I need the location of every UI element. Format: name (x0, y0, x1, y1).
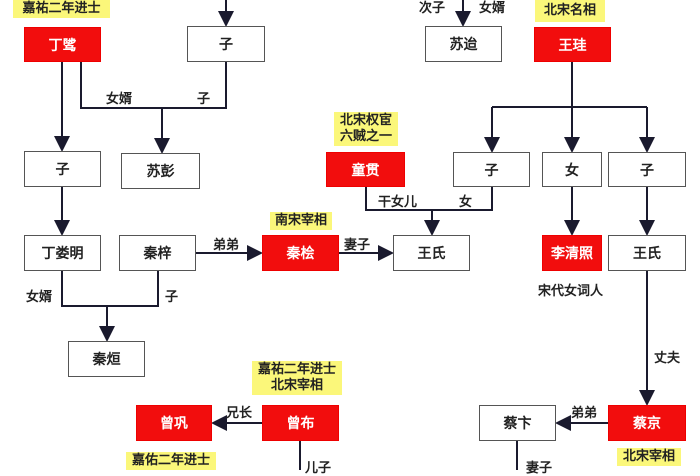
relation-nvxu2: 女婿 (26, 290, 53, 305)
note-tongguan-line2: 六贼之一 (339, 129, 392, 144)
note-liqingzhao: 宋代女词人 (538, 284, 604, 299)
relation-nvxu3: 女婿 (479, 1, 506, 16)
node-dingloming: 丁娄明 (24, 235, 101, 271)
node-zi-top: 子 (187, 26, 265, 62)
node-dingzhi: 丁骘 (24, 27, 101, 62)
node-qinxuan: 秦烜 (68, 341, 145, 377)
note-dingzhi: 嘉祐二年进士 (13, 0, 110, 18)
relation-nv: 女 (459, 195, 473, 210)
note-tongguan-line1: 北宋权宦 (339, 113, 392, 128)
relation-zhangfu: 丈夫 (654, 351, 681, 366)
note-tongguan: 北宋权宦六贼之一 (334, 112, 398, 146)
note-wanggui: 北宋名相 (535, 0, 605, 22)
relation-nvxu1: 女婿 (106, 92, 133, 107)
node-nv-wang: 女 (542, 152, 602, 187)
node-zi-ding: 子 (24, 151, 101, 187)
node-wangshi-cai: 王氏 (608, 235, 686, 271)
node-zi-wang1: 子 (453, 152, 530, 187)
node-qinzi: 秦梓 (119, 235, 196, 271)
node-caibian: 蔡卞 (479, 405, 556, 441)
relation-xiongzhang: 兄长 (226, 406, 253, 421)
node-zengbu: 曾布 (262, 405, 339, 441)
node-wangshi-qin: 王氏 (393, 235, 470, 271)
relation-qizi1: 妻子 (344, 238, 371, 253)
relation-ganvner: 干女儿 (378, 195, 418, 210)
relation-erzi: 儿子 (305, 461, 332, 476)
relation-qizi2: 妻子 (526, 461, 553, 476)
relation-zi2: 子 (165, 290, 179, 305)
relation-didi1: 弟弟 (213, 238, 240, 253)
node-tongguan: 童贯 (326, 152, 405, 187)
note-caijing: 北宋宰相 (617, 448, 681, 466)
note-zengbu-line1: 嘉祐二年进士 (257, 362, 336, 377)
relation-cizi: 次子 (419, 1, 446, 16)
relation-didi2: 弟弟 (571, 406, 598, 421)
node-liqingzhao: 李清照 (542, 235, 602, 271)
node-zi-wang2: 子 (608, 152, 686, 187)
node-wanggui: 王珪 (534, 27, 611, 62)
note-qinhui: 南宋宰相 (270, 212, 332, 230)
node-sudai: 苏迨 (425, 26, 502, 62)
note-zengbu-line2: 北宋宰相 (270, 378, 323, 393)
note-zengbu: 嘉祐二年进士北宋宰相 (252, 361, 342, 395)
relation-zi1: 子 (197, 92, 211, 107)
node-zenggong: 曾巩 (136, 405, 212, 441)
note-zenggong: 嘉佑二年进士 (126, 452, 216, 470)
node-qinhui: 秦桧 (262, 235, 339, 271)
node-supeng: 苏彭 (121, 153, 200, 189)
node-caijing: 蔡京 (608, 405, 686, 441)
